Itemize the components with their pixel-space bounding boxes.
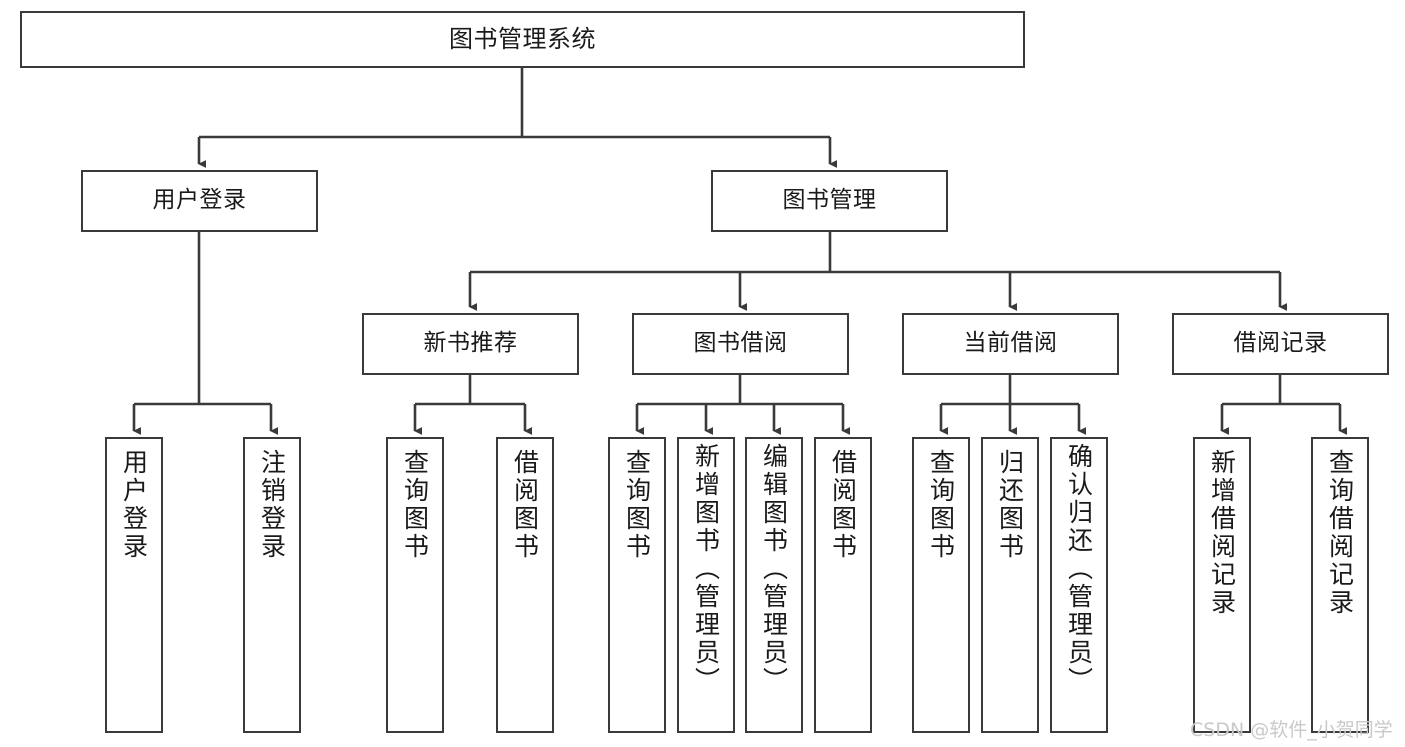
leaf-current-query-book[interactable]: 查询图书 [912, 437, 970, 733]
node-label: 图书借阅 [693, 330, 788, 357]
node-current-borrow[interactable]: 当前借阅 [902, 313, 1119, 375]
leaf-record-add-record[interactable]: 新增借阅记录 [1193, 437, 1251, 733]
node-borrow-record[interactable]: 借阅记录 [1172, 313, 1389, 375]
node-label: 注销登录 [257, 449, 287, 561]
node-label: 查询图书 [622, 449, 652, 561]
node-label: 确认归还（管理员） [1064, 443, 1094, 695]
node-label: 借阅图书 [828, 449, 858, 561]
leaf-record-query-record[interactable]: 查询借阅记录 [1311, 437, 1369, 733]
csdn-watermark: CSDN @软件_小贺同学 [1190, 719, 1393, 741]
node-root-system[interactable]: 图书管理系统 [20, 11, 1025, 68]
node-book-borrow[interactable]: 图书借阅 [632, 313, 849, 375]
node-label: 编辑图书（管理员） [759, 443, 789, 695]
node-label: 查询图书 [926, 449, 956, 561]
leaf-borrow-borrow-book[interactable]: 借阅图书 [814, 437, 872, 733]
node-label: 新书推荐 [423, 330, 518, 357]
node-label: 借阅图书 [510, 449, 540, 561]
leaf-user-login-login[interactable]: 用户登录 [105, 437, 163, 733]
node-label: 归还图书 [995, 449, 1025, 561]
node-book-management[interactable]: 图书管理 [711, 170, 948, 232]
leaf-new-book-borrow[interactable]: 借阅图书 [496, 437, 554, 733]
node-label: 用户登录 [152, 187, 247, 214]
leaf-current-return-book[interactable]: 归还图书 [981, 437, 1039, 733]
node-new-book-recommend[interactable]: 新书推荐 [362, 313, 579, 375]
leaf-borrow-add-book-admin[interactable]: 新增图书（管理员） [677, 437, 735, 733]
leaf-borrow-query-book[interactable]: 查询图书 [608, 437, 666, 733]
node-label: 借阅记录 [1233, 330, 1328, 357]
node-label: 查询图书 [400, 449, 430, 561]
node-label: 用户登录 [119, 449, 149, 561]
node-label: 图书管理系统 [449, 25, 596, 54]
node-label: 新增借阅记录 [1207, 449, 1237, 617]
node-label: 查询借阅记录 [1325, 449, 1355, 617]
node-label: 当前借阅 [963, 330, 1058, 357]
node-user-login[interactable]: 用户登录 [81, 170, 318, 232]
node-label: 新增图书（管理员） [691, 443, 721, 695]
leaf-user-login-logout[interactable]: 注销登录 [243, 437, 301, 733]
node-label: 图书管理 [782, 187, 877, 214]
leaf-borrow-edit-book-admin[interactable]: 编辑图书（管理员） [745, 437, 803, 733]
leaf-new-book-query[interactable]: 查询图书 [386, 437, 444, 733]
leaf-current-confirm-return-admin[interactable]: 确认归还（管理员） [1050, 437, 1108, 733]
